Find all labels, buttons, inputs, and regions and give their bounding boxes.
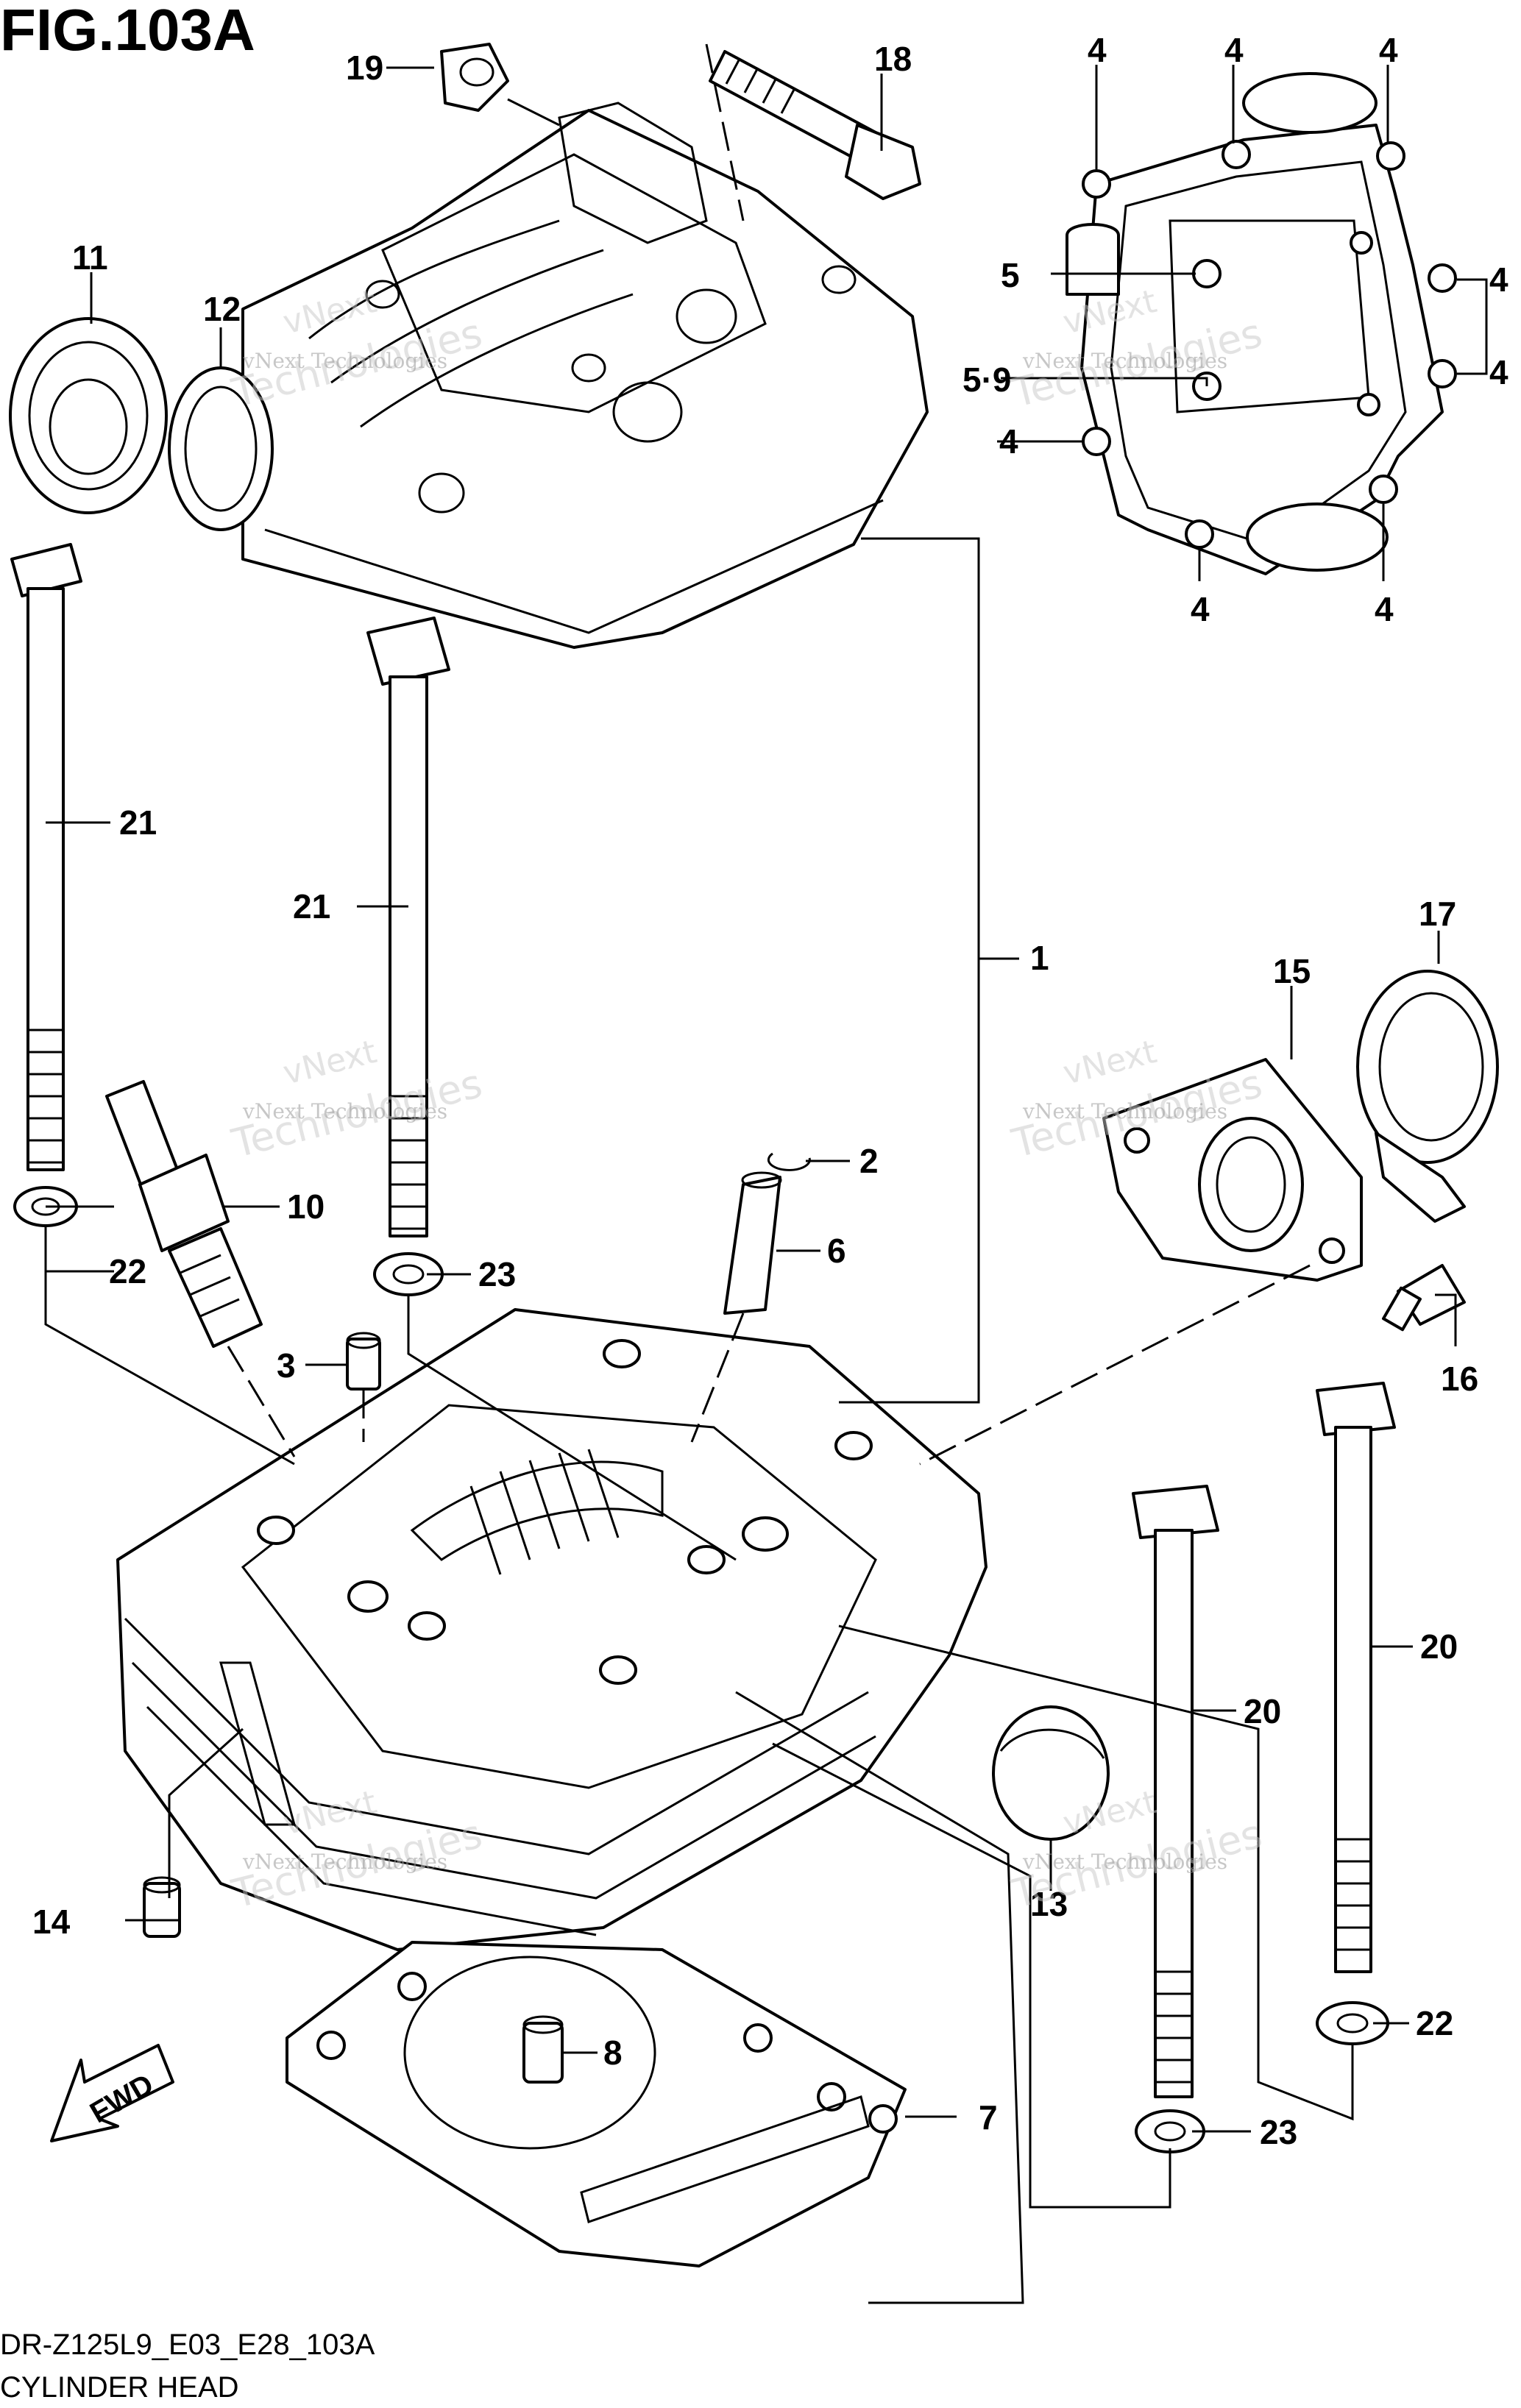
long-bolt-left xyxy=(10,543,82,1171)
oil-filler-cap xyxy=(9,317,168,514)
long-bolt-center xyxy=(366,617,450,1237)
callout-20-b: 20 xyxy=(1244,1692,1281,1730)
callout-1: 1 xyxy=(1030,939,1049,977)
cover-nut xyxy=(440,43,509,112)
callout-23-a: 23 xyxy=(478,1255,516,1293)
intake-clamp xyxy=(1356,970,1499,1223)
callout-8: 8 xyxy=(603,2034,623,2072)
callout-13: 13 xyxy=(1030,1885,1068,1923)
callout-4-e: 4 xyxy=(1489,353,1508,391)
callout-21-b: 21 xyxy=(293,887,330,926)
svg-text:vNext Technologies: vNext Technologies xyxy=(1022,1850,1227,1874)
callout-5-9: 5·9 xyxy=(962,361,1011,399)
valve-guide xyxy=(723,1171,782,1315)
cover-bolt xyxy=(709,50,921,200)
cylinder-head-body xyxy=(116,1308,988,1951)
callout-7: 7 xyxy=(979,2098,998,2137)
svg-text:vNext Technologies: vNext Technologies xyxy=(1022,1099,1227,1123)
washer-center xyxy=(373,1252,444,1296)
gasket-dowel xyxy=(522,2015,564,2084)
svg-text:vNext: vNext xyxy=(1060,1033,1160,1093)
spark-plug xyxy=(105,1080,263,1348)
svg-text:vNext Technologies: vNext Technologies xyxy=(242,1099,447,1123)
callout-6: 6 xyxy=(827,1232,846,1270)
stud-bolt-right xyxy=(1316,1382,1396,1973)
callout-22-b: 22 xyxy=(1416,2004,1453,2042)
callout-4-c: 4 xyxy=(1379,31,1398,69)
callout-2: 2 xyxy=(859,1142,879,1180)
svg-text:vNext Technologies: vNext Technologies xyxy=(1022,349,1227,373)
callout-18: 18 xyxy=(874,40,912,78)
fwd-arrow-icon: FWD xyxy=(50,2044,174,2142)
figure-code: DR-Z125L9_E03_E28_103A xyxy=(0,2329,375,2361)
callout-15: 15 xyxy=(1273,952,1311,990)
figure-title: FIG.103A xyxy=(0,0,255,63)
dowel-pin xyxy=(346,1332,381,1391)
callout-labels: 19 18 11 12 4 4 4 4 4 5 5·9 4 4 4 1 2 6 … xyxy=(32,31,1508,2151)
callout-4-a: 4 xyxy=(1088,31,1107,69)
callout-3: 3 xyxy=(277,1346,296,1385)
stud-bolt-center xyxy=(1132,1485,1219,2098)
svg-text:vNext: vNext xyxy=(280,1033,380,1093)
intake-pipe xyxy=(1102,1058,1363,1282)
callout-4-f: 4 xyxy=(999,422,1018,461)
head-cover-gasket xyxy=(1066,72,1457,575)
callout-4-g: 4 xyxy=(1191,590,1210,628)
callout-10: 10 xyxy=(287,1187,325,1226)
callout-4-h: 4 xyxy=(1375,590,1394,628)
callout-11: 11 xyxy=(72,238,108,277)
leader-lines xyxy=(44,65,1488,2304)
callout-23-b: 23 xyxy=(1260,2113,1297,2151)
callout-17: 17 xyxy=(1419,895,1456,933)
callout-20-a: 20 xyxy=(1420,1627,1458,1666)
cylinder-head-gasket xyxy=(286,1941,907,2267)
callout-14: 14 xyxy=(32,1903,71,1941)
bolt-dash-line xyxy=(705,43,745,221)
svg-text:vNext Technologies: vNext Technologies xyxy=(242,1850,447,1874)
callout-16: 16 xyxy=(1441,1360,1478,1398)
callout-4-d: 4 xyxy=(1489,260,1508,299)
valve-clip xyxy=(767,1152,811,1171)
callout-19: 19 xyxy=(346,49,383,87)
callout-22-a: 22 xyxy=(109,1252,146,1290)
callout-4-b: 4 xyxy=(1224,31,1244,69)
callout-5: 5 xyxy=(1001,256,1020,294)
svg-text:vNext Technologies: vNext Technologies xyxy=(242,349,447,373)
cylinder-head-cover xyxy=(241,102,929,649)
figure-name: CYLINDER HEAD xyxy=(0,2371,239,2404)
dowel-pin-lower xyxy=(143,1876,181,1938)
callout-12: 12 xyxy=(203,290,241,328)
callout-21-a: 21 xyxy=(119,803,157,842)
intake-screw xyxy=(1382,1264,1466,1332)
